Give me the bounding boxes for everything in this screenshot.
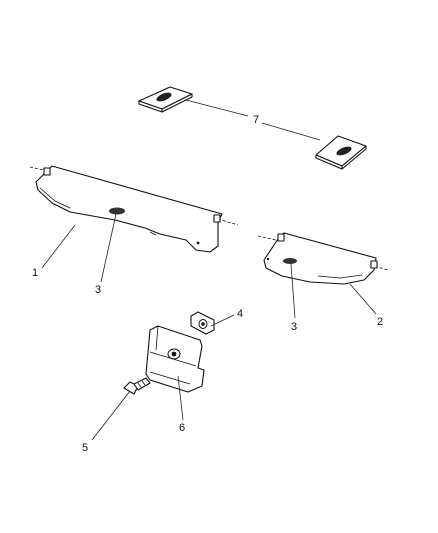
callout-7: 7 (253, 114, 259, 126)
callout-5: 5 (82, 442, 88, 454)
screw-part-5 (123, 377, 151, 395)
callout-4: 4 (237, 308, 243, 320)
callout-2: 2 (377, 316, 383, 328)
leader-lines (41, 99, 377, 441)
panel-part-1 (29, 165, 239, 253)
callout-1: 1 (32, 267, 38, 279)
pad-part-7-upper (138, 86, 193, 113)
pad-part-7-lower (315, 135, 367, 170)
callout-3-right: 3 (291, 321, 297, 333)
callout-3-left: 3 (95, 284, 101, 296)
callout-6: 6 (179, 422, 185, 434)
bracket-part-6 (145, 325, 205, 393)
fastener-hole (109, 207, 125, 215)
clip-nut-part-4 (190, 311, 215, 335)
fastener-hole (283, 258, 297, 264)
panel-part-2 (257, 232, 389, 285)
